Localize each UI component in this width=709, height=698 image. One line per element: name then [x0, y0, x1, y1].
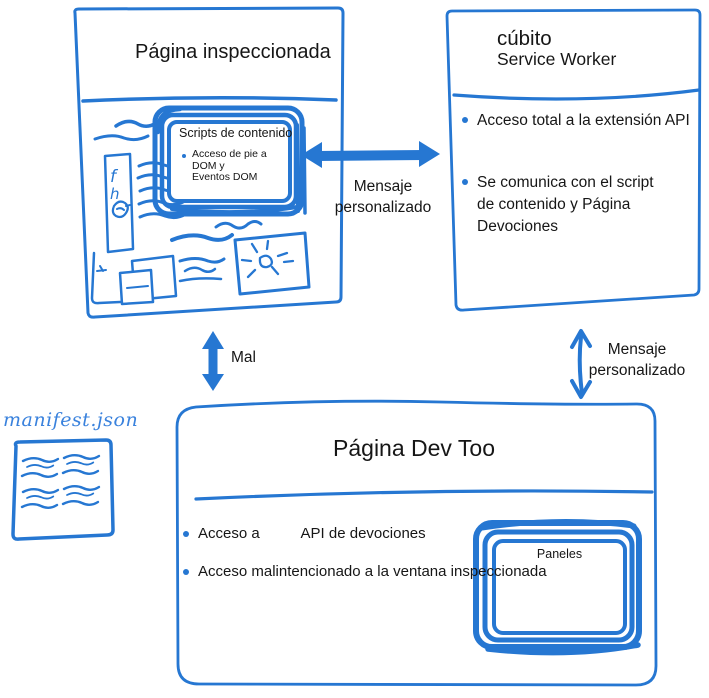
bullet-dot	[462, 179, 468, 185]
inspected-page-title: Página inspeccionada	[135, 41, 331, 63]
message-arrow-right	[570, 329, 592, 399]
service-worker-bullet-text: Se comunica con el script de contenido y…	[477, 174, 654, 235]
service-worker-bullet: Acceso total a la extensión API	[462, 110, 694, 132]
twitter-bird-icon	[111, 200, 131, 219]
panels-label: Paneles	[536, 547, 583, 561]
message-arrow-top	[301, 141, 440, 168]
image-placeholder-sketch	[233, 231, 311, 296]
service-worker-subtitle: Service Worker	[497, 49, 617, 69]
left-connector-label: Mal	[231, 349, 256, 366]
bullet-dot	[182, 154, 186, 158]
manifest-doc-sketch	[11, 438, 115, 541]
devtools-bullet: Acceso a API de devociones	[183, 524, 426, 544]
top-connector-label: Mensaje personalizado	[334, 178, 432, 216]
panels-box	[473, 518, 642, 656]
content-scripts-box	[152, 105, 307, 217]
bullet-dot	[183, 569, 189, 575]
devtools-page-title: Página Dev Too	[333, 435, 495, 461]
service-worker-bullet: Se comunica con el script de contenido y…	[462, 172, 654, 238]
devtools-box	[175, 399, 658, 687]
bullet-dot	[183, 531, 189, 537]
content-scripts-bullet: Acceso de pie a DOM y Eventos DOM	[182, 148, 282, 184]
manifest-json-label: manifest.json	[3, 409, 139, 431]
content-scripts-title: Scripts de contenido	[179, 126, 293, 140]
devtools-bullet-text: Acceso a API de devociones	[198, 525, 426, 542]
inspected-page-box	[73, 6, 345, 319]
right-connector-label: Mensaje personalizado	[588, 341, 686, 379]
service-worker-title: cúbito	[497, 27, 552, 50]
extension-box	[445, 8, 702, 312]
devtools-bullet: Acceso malintencionado a la ventana insp…	[183, 562, 547, 582]
bullet-dot	[462, 117, 468, 123]
webpage-sketch: f h	[81, 95, 338, 306]
linkedin-icon: h	[110, 185, 120, 203]
service-worker-bullet-text: Acceso total a la extensión API	[477, 112, 690, 129]
devtools-bullet-text: Acceso malintencionado a la ventana insp…	[198, 563, 547, 580]
facebook-icon: f	[110, 167, 119, 187]
bad-arrow	[202, 331, 224, 391]
content-scripts-bullet-text: Acceso de pie a DOM y Eventos DOM	[192, 148, 267, 183]
